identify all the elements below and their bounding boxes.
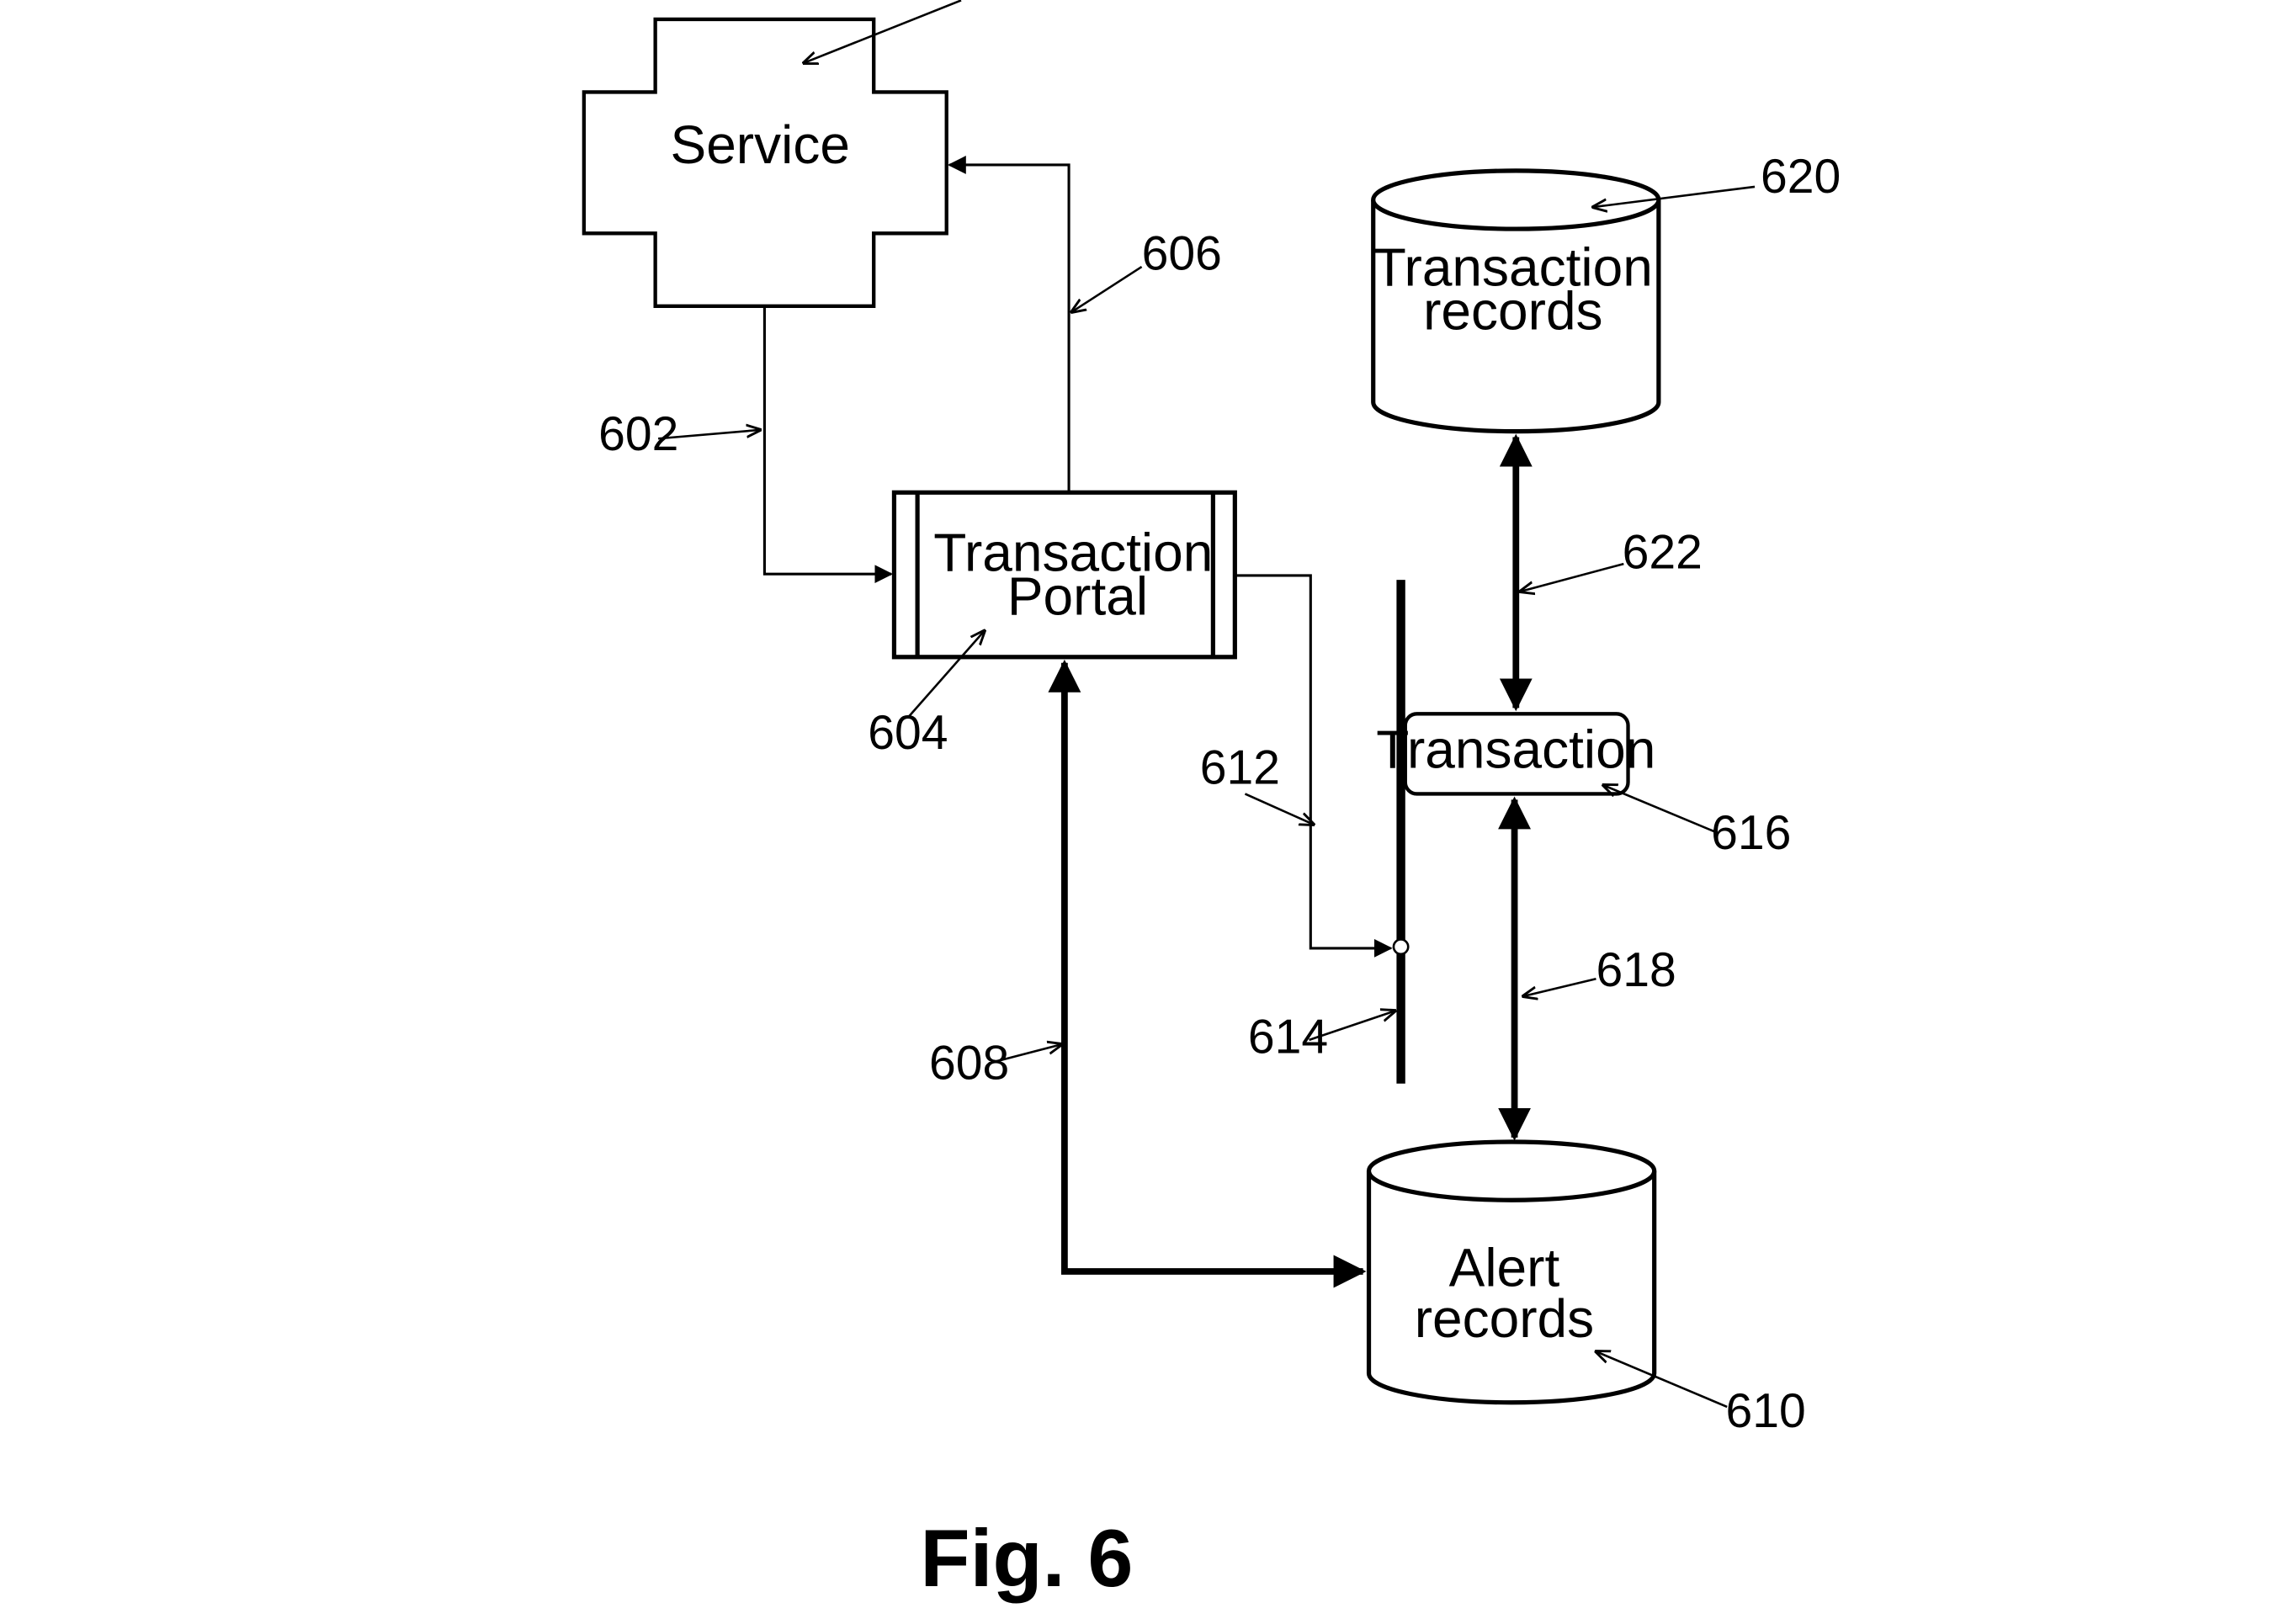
ref-608: 608 [929,1037,1009,1091]
service-node: Service [582,17,948,308]
bus-junction [1392,938,1410,956]
leader-602 [658,430,760,440]
ref-602: 602 [598,407,678,461]
ref-606: 606 [1142,227,1222,281]
leader-608 [988,1044,1062,1064]
alert-records-body [1366,1170,1657,1405]
connector-602 [762,305,894,584]
figure-caption: Fig. 6 [920,1512,1133,1604]
leader-620 [1593,185,1756,207]
leader-622 [1520,562,1624,592]
alert-records-node: Alert records [1366,1139,1657,1405]
transaction-portal-node: Transaction Portal [891,490,1237,660]
alert-records-line2: records [1415,1288,1594,1349]
ref-618: 618 [1596,943,1676,997]
leader-610 [1596,1351,1728,1409]
portal-label-line2: Portal [1007,566,1148,627]
connector-608 [1048,659,1367,1288]
transaction-records-line1: Transaction [1373,237,1653,298]
transaction-label: Transaction [1376,719,1655,779]
leader-606 [1072,265,1143,312]
ref-620: 620 [1761,150,1841,204]
ref-612: 612 [1200,740,1280,794]
leader-604 [907,631,985,718]
leader-618 [1523,977,1596,996]
transaction-records-node: Transaction records [1371,168,1661,434]
transaction-node: Transaction [1376,712,1655,796]
portal-label-line1: Transaction [933,523,1213,583]
transaction-records-body [1371,199,1661,434]
ref-610: 610 [1725,1384,1805,1438]
service-cross-shape [582,17,948,308]
ref-622: 622 [1623,525,1703,579]
leader-614 [1309,1011,1395,1042]
service-label: Service [671,114,850,175]
connector-606 [948,156,1070,493]
service-leader-line [804,0,962,62]
portal-box [891,490,1237,660]
transaction-records-top [1371,168,1661,231]
leader-616 [1603,785,1719,835]
transaction-records-line2: records [1423,280,1602,341]
ref-614: 614 [1248,1010,1328,1064]
leader-612 [1244,793,1313,824]
ref-604: 604 [868,706,948,760]
alert-records-line1: Alert [1449,1237,1560,1298]
ref-616: 616 [1711,806,1791,860]
alert-records-top [1366,1139,1657,1202]
